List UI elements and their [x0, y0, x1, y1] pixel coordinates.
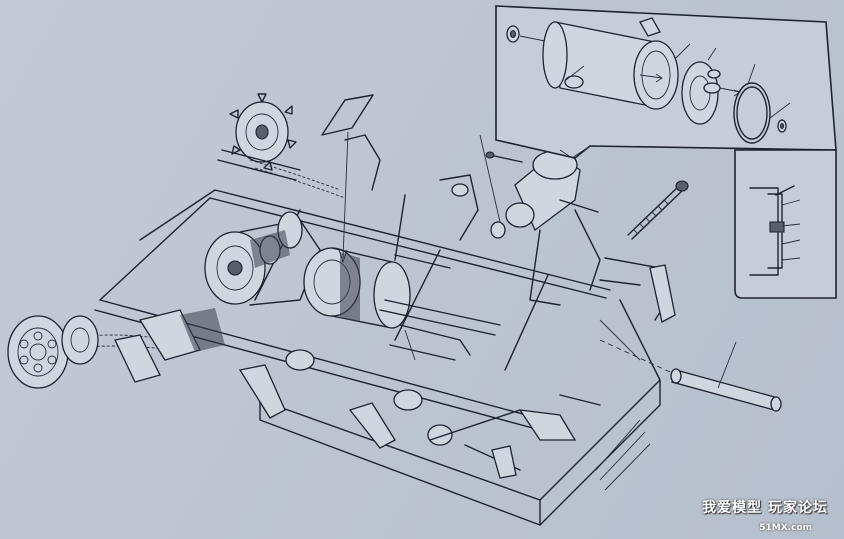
watermark-url: 51MX.com: [759, 523, 812, 533]
lower-brackets: [114, 308, 577, 479]
transmission-assembly: [204, 211, 321, 306]
detail-cylinder-housing: [542, 17, 679, 110]
long-screw: [627, 180, 689, 240]
detail-o-ring: [733, 82, 771, 144]
detail-disc: [681, 61, 742, 125]
watermark-forum-name: 我爱模型 玩家论坛: [702, 500, 828, 516]
center-drum: [303, 247, 411, 329]
loose-rod: [599, 339, 782, 412]
upper-sprocket: [217, 93, 301, 181]
chassis-frame: [94, 189, 661, 526]
exploded-detail-callout: [495, 5, 837, 159]
detail-washer: [506, 25, 551, 46]
pivot-cylinder: [479, 134, 601, 306]
right-bracket: [599, 257, 676, 323]
detail-end-washer: [769, 102, 791, 133]
upper-linkage: [344, 134, 501, 336]
label-plate: [321, 94, 374, 264]
front-sprocket: [7, 315, 99, 389]
lever-linkage: [389, 324, 601, 406]
side-detail-callout: [734, 149, 837, 299]
